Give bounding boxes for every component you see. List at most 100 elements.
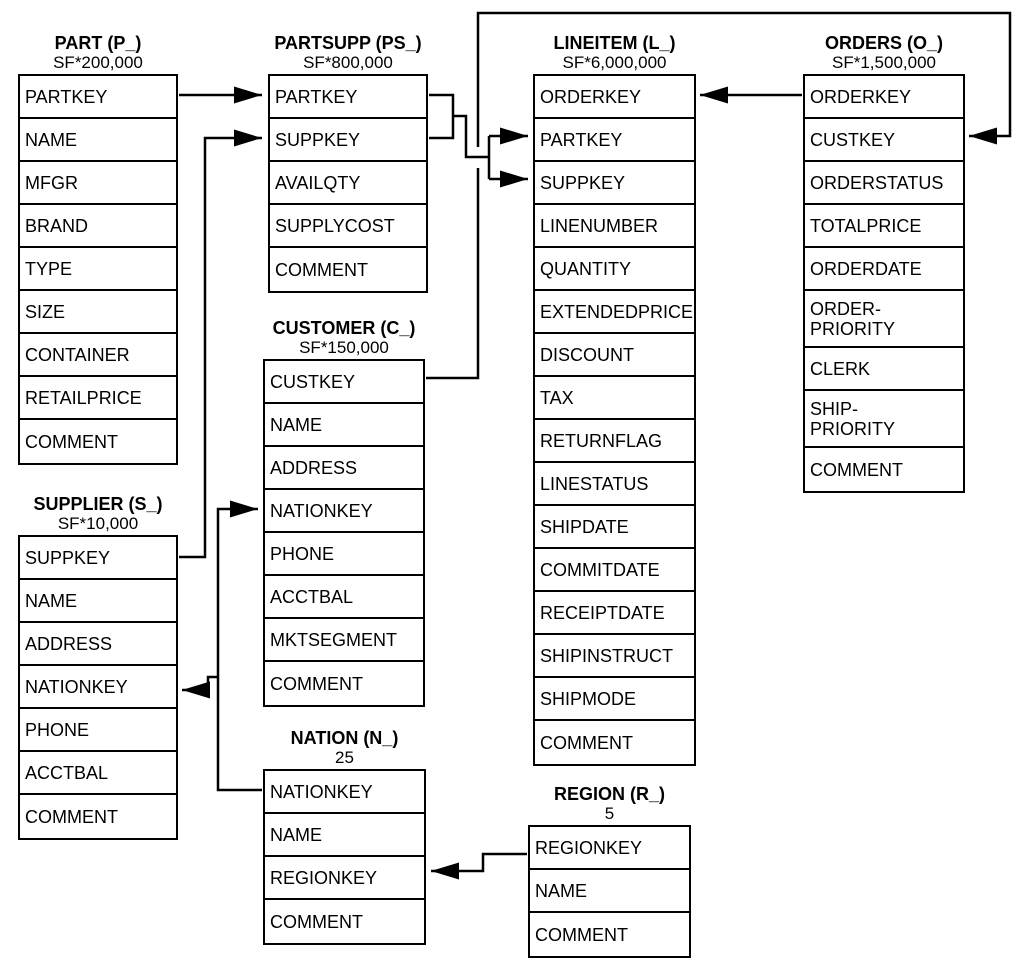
table-supplier-columns: SUPPKEY NAME ADDRESS NATIONKEY PHONE ACC… (18, 535, 178, 840)
cell-lineitem-shipinstruct: SHIPINSTRUCT (535, 635, 694, 678)
cell-region-name: NAME (530, 870, 689, 913)
cell-lineitem-shipdate: SHIPDATE (535, 506, 694, 549)
table-region-title: REGION (R_) (553, 784, 665, 804)
table-part-columns: PARTKEY NAME MFGR BRAND TYPE SIZE CONTAI… (18, 74, 178, 465)
cell-nation-regionkey: REGIONKEY (265, 857, 424, 900)
cell-lineitem-suppkey: SUPPKEY (535, 162, 694, 205)
cell-partsupp-suppkey: SUPPKEY (270, 119, 426, 162)
cell-part-brand: BRAND (20, 205, 176, 248)
rel-customer-custkey-to-orders-custkey (476, 11, 1012, 147)
table-region: REGION (R_) 5 REGIONKEY NAME COMMENT (528, 784, 691, 958)
cell-part-comment: COMMENT (25, 431, 118, 452)
cell-supplier-name: NAME (20, 580, 176, 623)
rel-supplier-suppkey-to-partsupp-suppkey (179, 129, 262, 559)
cell-lineitem-extendedprice: EXTENDEDPRICE (535, 291, 694, 334)
cell-lineitem-linestatus: LINESTATUS (535, 463, 694, 506)
table-orders: ORDERS (O_) SF*1,500,000 ORDERKEY CUSTKE… (803, 33, 965, 493)
rel-partsupp-to-lineitem-trunk (453, 114, 489, 159)
cell-lineitem-returnflag: RETURNFLAG (535, 420, 694, 463)
cell-lineitem-linenumber: LINENUMBER (535, 205, 694, 248)
table-orders-columns: ORDERKEY CUSTKEY ORDERSTATUS TOTALPRICE … (803, 74, 965, 493)
table-supplier: SUPPLIER (S_) SF*10,000 SUPPKEY NAME ADD… (18, 494, 178, 840)
table-supplier-cardinality: SF*10,000 (57, 514, 139, 533)
cell-customer-name: NAME (265, 404, 423, 447)
cell-lineitem-discount: DISCOUNT (535, 334, 694, 377)
rel-nation-nationkey-to-supplier-nationkey (182, 675, 218, 699)
table-orders-cardinality: SF*1,500,000 (832, 53, 936, 72)
table-nation: NATION (N_) 25 NATIONKEY NAME REGIONKEY … (263, 728, 426, 945)
rel-customer-custkey-riser (426, 168, 480, 380)
table-customer: CUSTOMER (C_) SF*150,000 CUSTKEY NAME AD… (263, 318, 425, 707)
cell-nation-comment: COMMENT (270, 911, 363, 932)
cell-lineitem-comment: COMMENT (540, 732, 633, 753)
cell-orders-totalprice: TOTALPRICE (805, 205, 963, 248)
rel-nation-nationkey-to-customer-nationkey (216, 500, 262, 792)
table-nation-title: NATION (N_) (290, 728, 399, 748)
cell-supplier-phone: PHONE (20, 709, 176, 752)
cell-partsupp-availqty: AVAILQTY (270, 162, 426, 205)
cell-lineitem-commitdate: COMMITDATE (535, 549, 694, 592)
table-customer-columns: CUSTKEY NAME ADDRESS NATIONKEY PHONE ACC… (263, 359, 425, 707)
table-lineitem-cardinality: SF*6,000,000 (562, 53, 667, 72)
cell-nation-nationkey: NATIONKEY (265, 771, 424, 814)
cell-part-retailprice: RETAILPRICE (20, 377, 176, 420)
cell-region-regionkey: REGIONKEY (530, 827, 689, 870)
rel-partsupp-bracket (429, 93, 455, 140)
cell-lineitem-quantity: QUANTITY (535, 248, 694, 291)
table-part: PART (P_) SF*200,000 PARTKEY NAME MFGR B… (18, 33, 178, 465)
cell-supplier-nationkey: NATIONKEY (20, 666, 176, 709)
cell-supplier-comment: COMMENT (25, 806, 118, 827)
table-partsupp-cardinality: SF*800,000 (303, 53, 393, 72)
cell-customer-comment: COMMENT (270, 673, 363, 694)
cell-orders-orderstatus: ORDERSTATUS (805, 162, 963, 205)
cell-part-container: CONTAINER (20, 334, 176, 377)
cell-orders-orderdate: ORDERDATE (805, 248, 963, 291)
cell-nation-name: NAME (265, 814, 424, 857)
cell-part-partkey: PARTKEY (20, 76, 176, 119)
cell-part-size: SIZE (20, 291, 176, 334)
cell-customer-nationkey: NATIONKEY (265, 490, 423, 533)
table-partsupp: PARTSUPP (PS_) SF*800,000 PARTKEY SUPPKE… (268, 33, 428, 293)
cell-partsupp-supplycost: SUPPLYCOST (270, 205, 426, 248)
table-nation-columns: NATIONKEY NAME REGIONKEY COMMENT (263, 769, 426, 945)
cell-customer-mktsegment: MKTSEGMENT (265, 619, 423, 662)
cell-orders-orderkey: ORDERKEY (805, 76, 963, 119)
cell-orders-shippriority: SHIP- PRIORITY (805, 391, 963, 448)
cell-customer-address: ADDRESS (265, 447, 423, 490)
cell-customer-custkey: CUSTKEY (265, 361, 423, 404)
cell-part-name: NAME (20, 119, 176, 162)
table-region-columns: REGIONKEY NAME COMMENT (528, 825, 691, 958)
table-part-cardinality: SF*200,000 (53, 53, 143, 72)
cell-part-mfgr: MFGR (20, 162, 176, 205)
cell-lineitem-receiptdate: RECEIPTDATE (535, 592, 694, 635)
cell-lineitem-shipmode: SHIPMODE (535, 678, 694, 721)
table-orders-title: ORDERS (O_) (824, 33, 943, 53)
table-lineitem: LINEITEM (L_) SF*6,000,000 ORDERKEY PART… (533, 33, 696, 766)
cell-supplier-acctbal: ACCTBAL (20, 752, 176, 795)
table-part-title: PART (P_) (54, 33, 142, 53)
table-nation-cardinality: 25 (335, 748, 354, 767)
cell-customer-acctbal: ACCTBAL (265, 576, 423, 619)
rel-region-regionkey-to-nation-regionkey (431, 852, 527, 880)
cell-part-type: TYPE (20, 248, 176, 291)
cell-partsupp-comment: COMMENT (275, 259, 368, 280)
cell-partsupp-partkey: PARTKEY (270, 76, 426, 119)
cell-lineitem-partkey: PARTKEY (535, 119, 694, 162)
cell-customer-phone: PHONE (265, 533, 423, 576)
table-customer-title: CUSTOMER (C_) (272, 318, 416, 338)
cell-region-comment: COMMENT (535, 924, 628, 945)
cell-lineitem-tax: TAX (535, 377, 694, 420)
table-partsupp-title: PARTSUPP (PS_) (274, 33, 422, 53)
cell-orders-comment: COMMENT (810, 459, 903, 480)
cell-orders-orderpriority: ORDER- PRIORITY (805, 291, 963, 348)
table-customer-cardinality: SF*150,000 (299, 338, 389, 357)
cell-lineitem-orderkey: ORDERKEY (535, 76, 694, 119)
table-lineitem-columns: ORDERKEY PARTKEY SUPPKEY LINENUMBER QUAN… (533, 74, 696, 766)
table-region-cardinality: 5 (604, 804, 615, 823)
cell-supplier-suppkey: SUPPKEY (20, 537, 176, 580)
cell-orders-clerk: CLERK (805, 348, 963, 391)
table-supplier-title: SUPPLIER (S_) (33, 494, 163, 514)
cell-supplier-address: ADDRESS (20, 623, 176, 666)
